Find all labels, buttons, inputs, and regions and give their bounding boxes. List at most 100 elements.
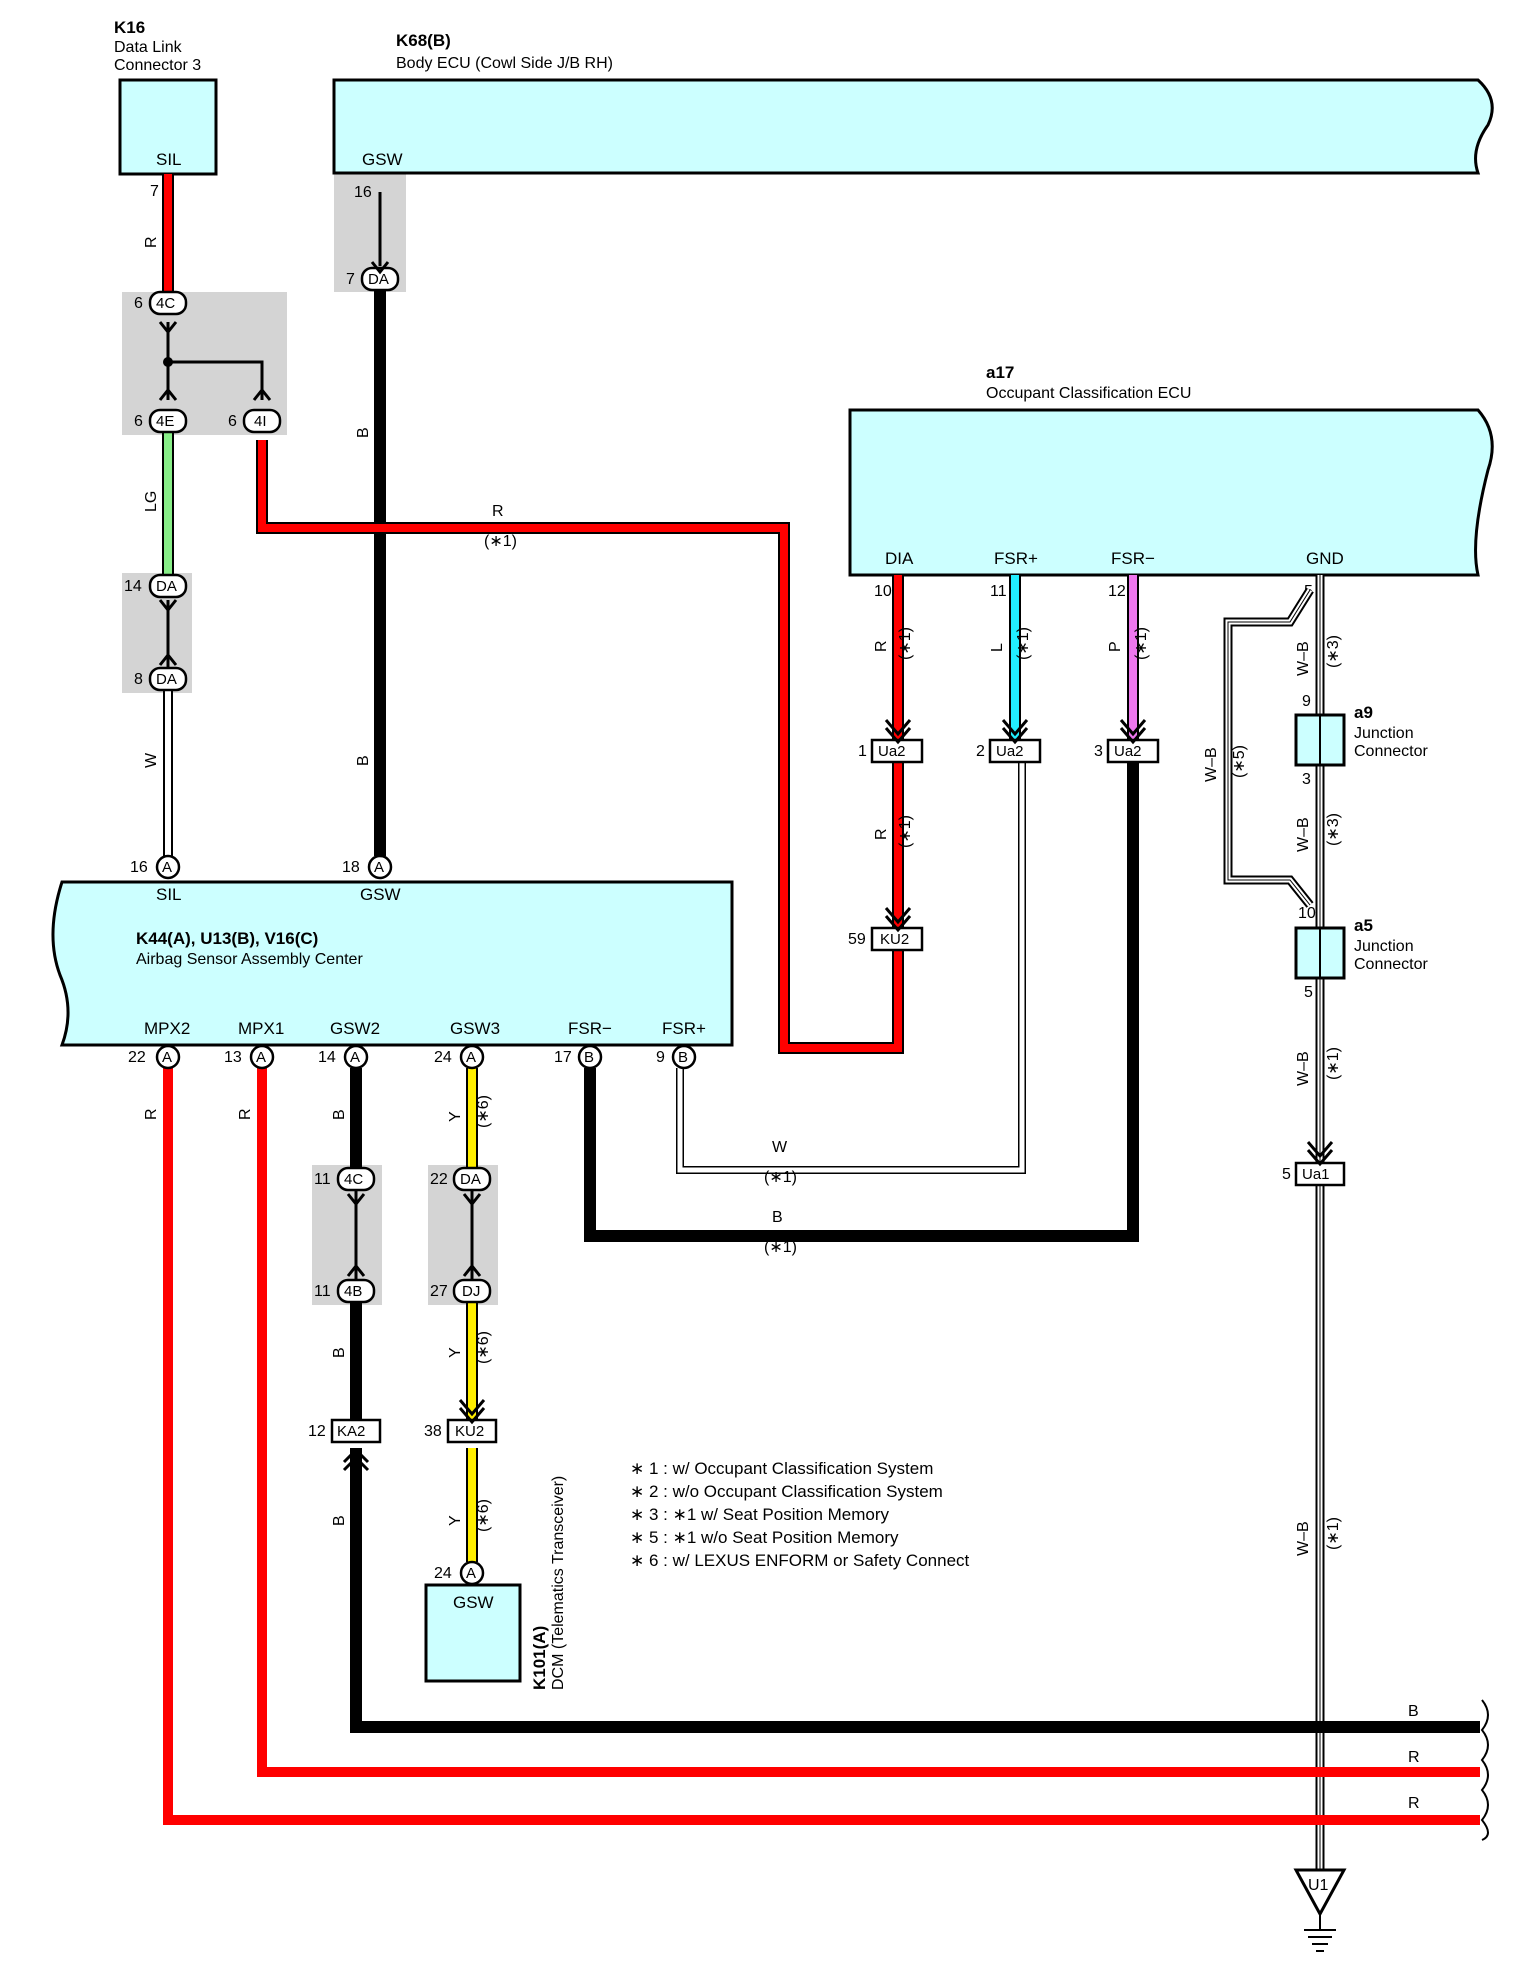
wire-note-wb-1: (∗3) [1325,635,1342,668]
wire-label-p: P [1107,641,1124,652]
wire-note-dia: (∗1) [897,627,914,660]
wire-label-wb-3: W–B [1295,1051,1312,1086]
airbag-pin-gsw-no: 18 [342,859,360,876]
conn-ua2-1: Ua2 1 [858,738,924,764]
k16-data-link-connector: K16 Data Link Connector 3 SIL 7 [114,18,218,200]
a17-pin-dia-no: 10 [874,583,892,600]
wire-label-y-2: Y [447,1347,464,1358]
conn-pin: 6 [134,295,143,312]
a17-pin-dia: DIA [885,549,914,568]
k16-pin-no: 7 [150,183,159,200]
conn-label: DA [156,671,177,688]
wire-label-y-1: Y [447,1111,464,1122]
ground-u1: U1 [1293,1868,1347,1952]
wire-note-y-3: (∗6) [475,1499,492,1532]
airbag-pin-14: 14 [318,1049,336,1066]
note-1: ∗ 1 : w/ Occupant Classification System [630,1459,933,1478]
wire-note-y-1: (∗6) [475,1095,492,1128]
airbag-top-conn-a-gsw [367,854,393,880]
k16-name-line1: Data Link [114,39,183,56]
airbag-pin-mpx1: MPX1 [238,1019,284,1038]
a9-pin-top: 9 [1302,693,1311,710]
conn-label: 4C [344,1171,363,1188]
note-2: ∗ 2 : w/o Occupant Classification System [630,1482,943,1501]
conn-label: Ua2 [996,743,1024,760]
conn-label: DA [368,271,389,288]
conn-ka2-12: KA2 12 [308,1418,382,1444]
airbag-bottom-conn-fsr-minus [577,1044,603,1070]
wire-label-y-3: Y [447,1515,464,1526]
airbag-bottom-conn-gsw2 [343,1044,369,1070]
airbag-pin-gsw: GSW [360,885,401,904]
conn-label: KU2 [880,931,909,948]
wire-label-r-dia: R [873,640,890,652]
k101-conn-a [459,1560,485,1586]
wire-label-wb-bypass: W–B [1203,747,1220,782]
a9-junction-connector: a9 Junction Connector 9 3 [1294,693,1428,788]
conn-label: Ua1 [1302,1166,1330,1183]
conn-4i-6: 4I 6 [228,408,282,434]
k68-name: Body ECU (Cowl Side J/B RH) [396,55,613,72]
wire-label-w-fsr: W [772,1139,788,1156]
wire-label-w: W [143,752,160,768]
conn-label: B [584,1049,594,1066]
a9-code: a9 [1354,703,1373,722]
a17-pin-gnd: GND [1306,549,1344,568]
conn-pin: 5 [1282,1166,1291,1183]
k101-code: K101(A) [530,1626,549,1690]
wire-label-r-mpx1: R [237,1108,254,1120]
conn-4e-6: 4E 6 [134,408,188,434]
a17-name: Occupant Classification ECU [986,385,1191,402]
conn-dj-27: DJ 27 [430,1278,492,1304]
conn-label: A [374,859,384,876]
airbag-bottom-conn-fsr-plus [671,1044,697,1070]
wire-label-b-gsw2-3: B [331,1515,348,1526]
a9-name2: Connector [1354,743,1428,760]
wire-label-b-gsw-1: B [355,427,372,438]
airbag-pin-13: 13 [224,1049,242,1066]
wire-label-b-gsw2-1: B [331,1109,348,1120]
conn-da-22: DA 22 [430,1166,492,1192]
k68-pin-no: 16 [354,184,372,201]
airbag-pin-gsw2: GSW2 [330,1019,380,1038]
wire-label-r-ua2: R [873,828,890,840]
conn-k68-da-7: DA 7 [346,266,400,292]
conn-label: 4B [344,1283,362,1300]
conn-label: A [256,1049,266,1066]
k68-pin-label: GSW [362,150,403,169]
airbag-top-conn-a-sil [155,854,181,880]
wire-note-wb-3: (∗1) [1325,1047,1342,1080]
k101-name: DCM (Telematics Transceiver) [550,1476,567,1690]
wire-note-b-fsr: (∗1) [764,1239,797,1256]
wire-note-wb-bypass: (∗5) [1231,745,1248,778]
airbag-bottom-conn-mpx1 [249,1044,275,1070]
k68-body-ecu: K68(B) Body ECU (Cowl Side J/B RH) GSW 1… [332,31,1494,201]
conn-label: KA2 [337,1423,365,1440]
conn-label: Ua2 [878,743,906,760]
conn-label: 4E [156,413,174,430]
conn-ua2-3: Ua2 3 [1094,738,1160,764]
conn-label: DA [460,1171,481,1188]
wire-note-p: (∗1) [1133,627,1150,660]
conn-pin: 22 [430,1171,448,1188]
airbag-pin-24: 24 [434,1049,452,1066]
conn-label: A [162,859,172,876]
conn-label: A [466,1049,476,1066]
wire-label-r-bottom-1: R [1408,1749,1420,1766]
a9-name1: Junction [1354,725,1414,742]
airbag-pin-sil: SIL [156,885,182,904]
wire-label-r-k16: R [143,236,160,248]
conn-4c-6: 4C 6 [134,290,188,316]
wire-note-ua2: (∗1) [897,815,914,848]
conn-pin: 38 [424,1423,442,1440]
conn-label: DJ [462,1283,480,1300]
conn-pin: 7 [346,271,355,288]
conn-ua1-5: Ua1 5 [1282,1161,1346,1187]
wire-label-b-fsr: B [772,1209,783,1226]
wire-label-r-mpx2: R [143,1108,160,1120]
wire-label-r-4i: R [492,503,504,520]
wire-note-y-2: (∗6) [475,1331,492,1364]
wire-note-4i: (∗1) [484,533,517,550]
airbag-pin-17: 17 [554,1049,572,1066]
